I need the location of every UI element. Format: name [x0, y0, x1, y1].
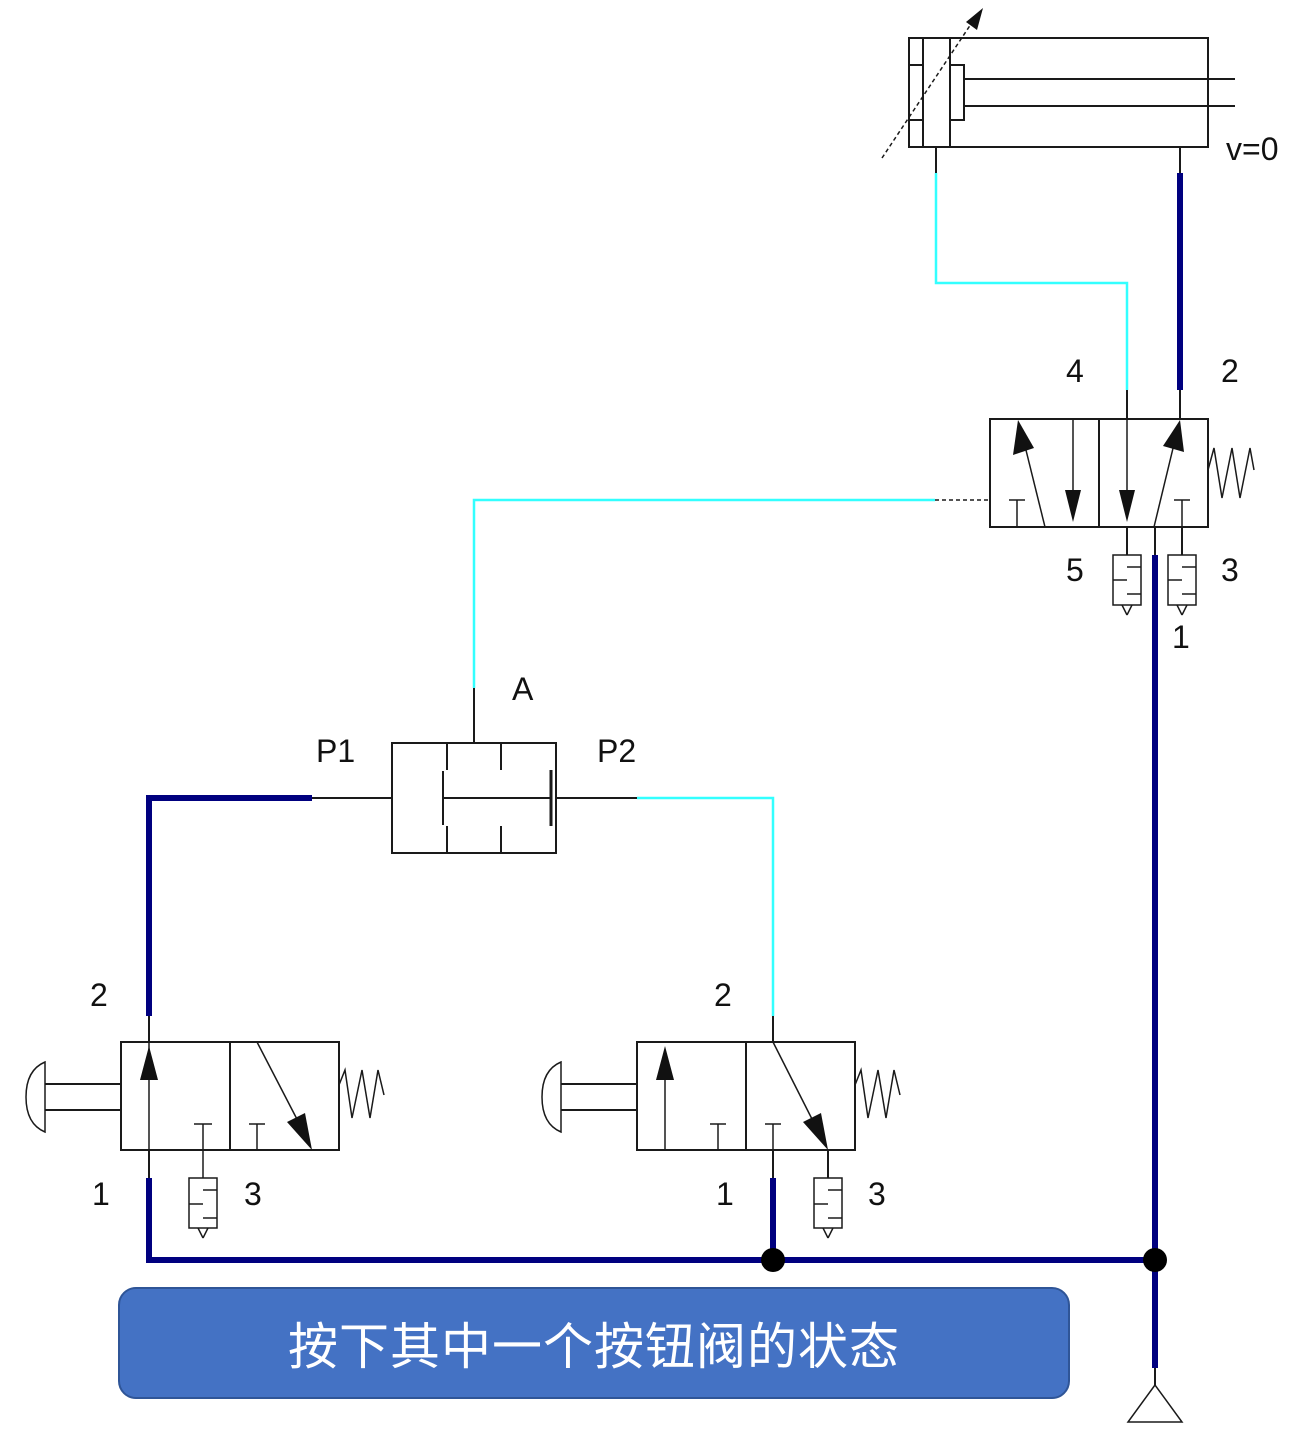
port-label-1: 1 [1172, 619, 1190, 655]
cylinder-body [908, 37, 1209, 148]
caption-banner: 按下其中一个按钮阀的状态 [118, 1287, 1070, 1399]
silencer-icon [188, 1177, 218, 1239]
port-label-3: 3 [244, 1176, 262, 1212]
port-label-2: 2 [90, 977, 108, 1013]
silencer-icon [813, 1177, 843, 1239]
spring-icon [1207, 447, 1255, 499]
junction-dot [761, 1248, 785, 1272]
port-label-2: 2 [714, 977, 732, 1013]
pressure-source-icon [1126, 1383, 1184, 1423]
silencer-icon [1167, 554, 1197, 616]
double-acting-cylinder [881, 8, 1235, 173]
port-label-a: A [512, 671, 534, 707]
main-5-2-valve [989, 418, 1255, 555]
left-push-button-valve[interactable] [25, 1041, 385, 1178]
silencer-icon [1112, 554, 1142, 616]
piston [949, 64, 965, 121]
port-label-3: 3 [1221, 552, 1239, 588]
adjustable-arrow [881, 17, 976, 159]
adjustable-arrowhead-icon [966, 8, 983, 30]
push-button-icon[interactable] [541, 1060, 562, 1134]
line-right-valve-to-p2 [637, 796, 775, 1016]
port-label-2: 2 [1221, 353, 1239, 389]
junction-dot [1143, 1248, 1167, 1272]
supply-line-horizontal [146, 1178, 1155, 1263]
port-label-5: 5 [1066, 552, 1084, 588]
caption-text: 按下其中一个按钮阀的状态 [288, 1318, 900, 1376]
velocity-label: v=0 [1226, 131, 1278, 167]
port-label-4: 4 [1066, 353, 1084, 389]
spring-icon [338, 1067, 385, 1119]
port-label-1: 1 [716, 1176, 734, 1212]
shuttle-valve [391, 742, 557, 854]
spring-icon [854, 1067, 901, 1119]
right-push-button-valve[interactable] [541, 1041, 901, 1178]
line-cylinder-to-port4 [934, 173, 1129, 390]
pilot-line [472, 498, 935, 688]
port-label-p1: P1 [316, 733, 355, 769]
push-button-icon[interactable] [25, 1060, 46, 1134]
port-label-3: 3 [868, 1176, 886, 1212]
port-label-p2: P2 [597, 733, 636, 769]
port-label-1: 1 [92, 1176, 110, 1212]
line-left-valve-to-p1 [146, 795, 312, 1016]
